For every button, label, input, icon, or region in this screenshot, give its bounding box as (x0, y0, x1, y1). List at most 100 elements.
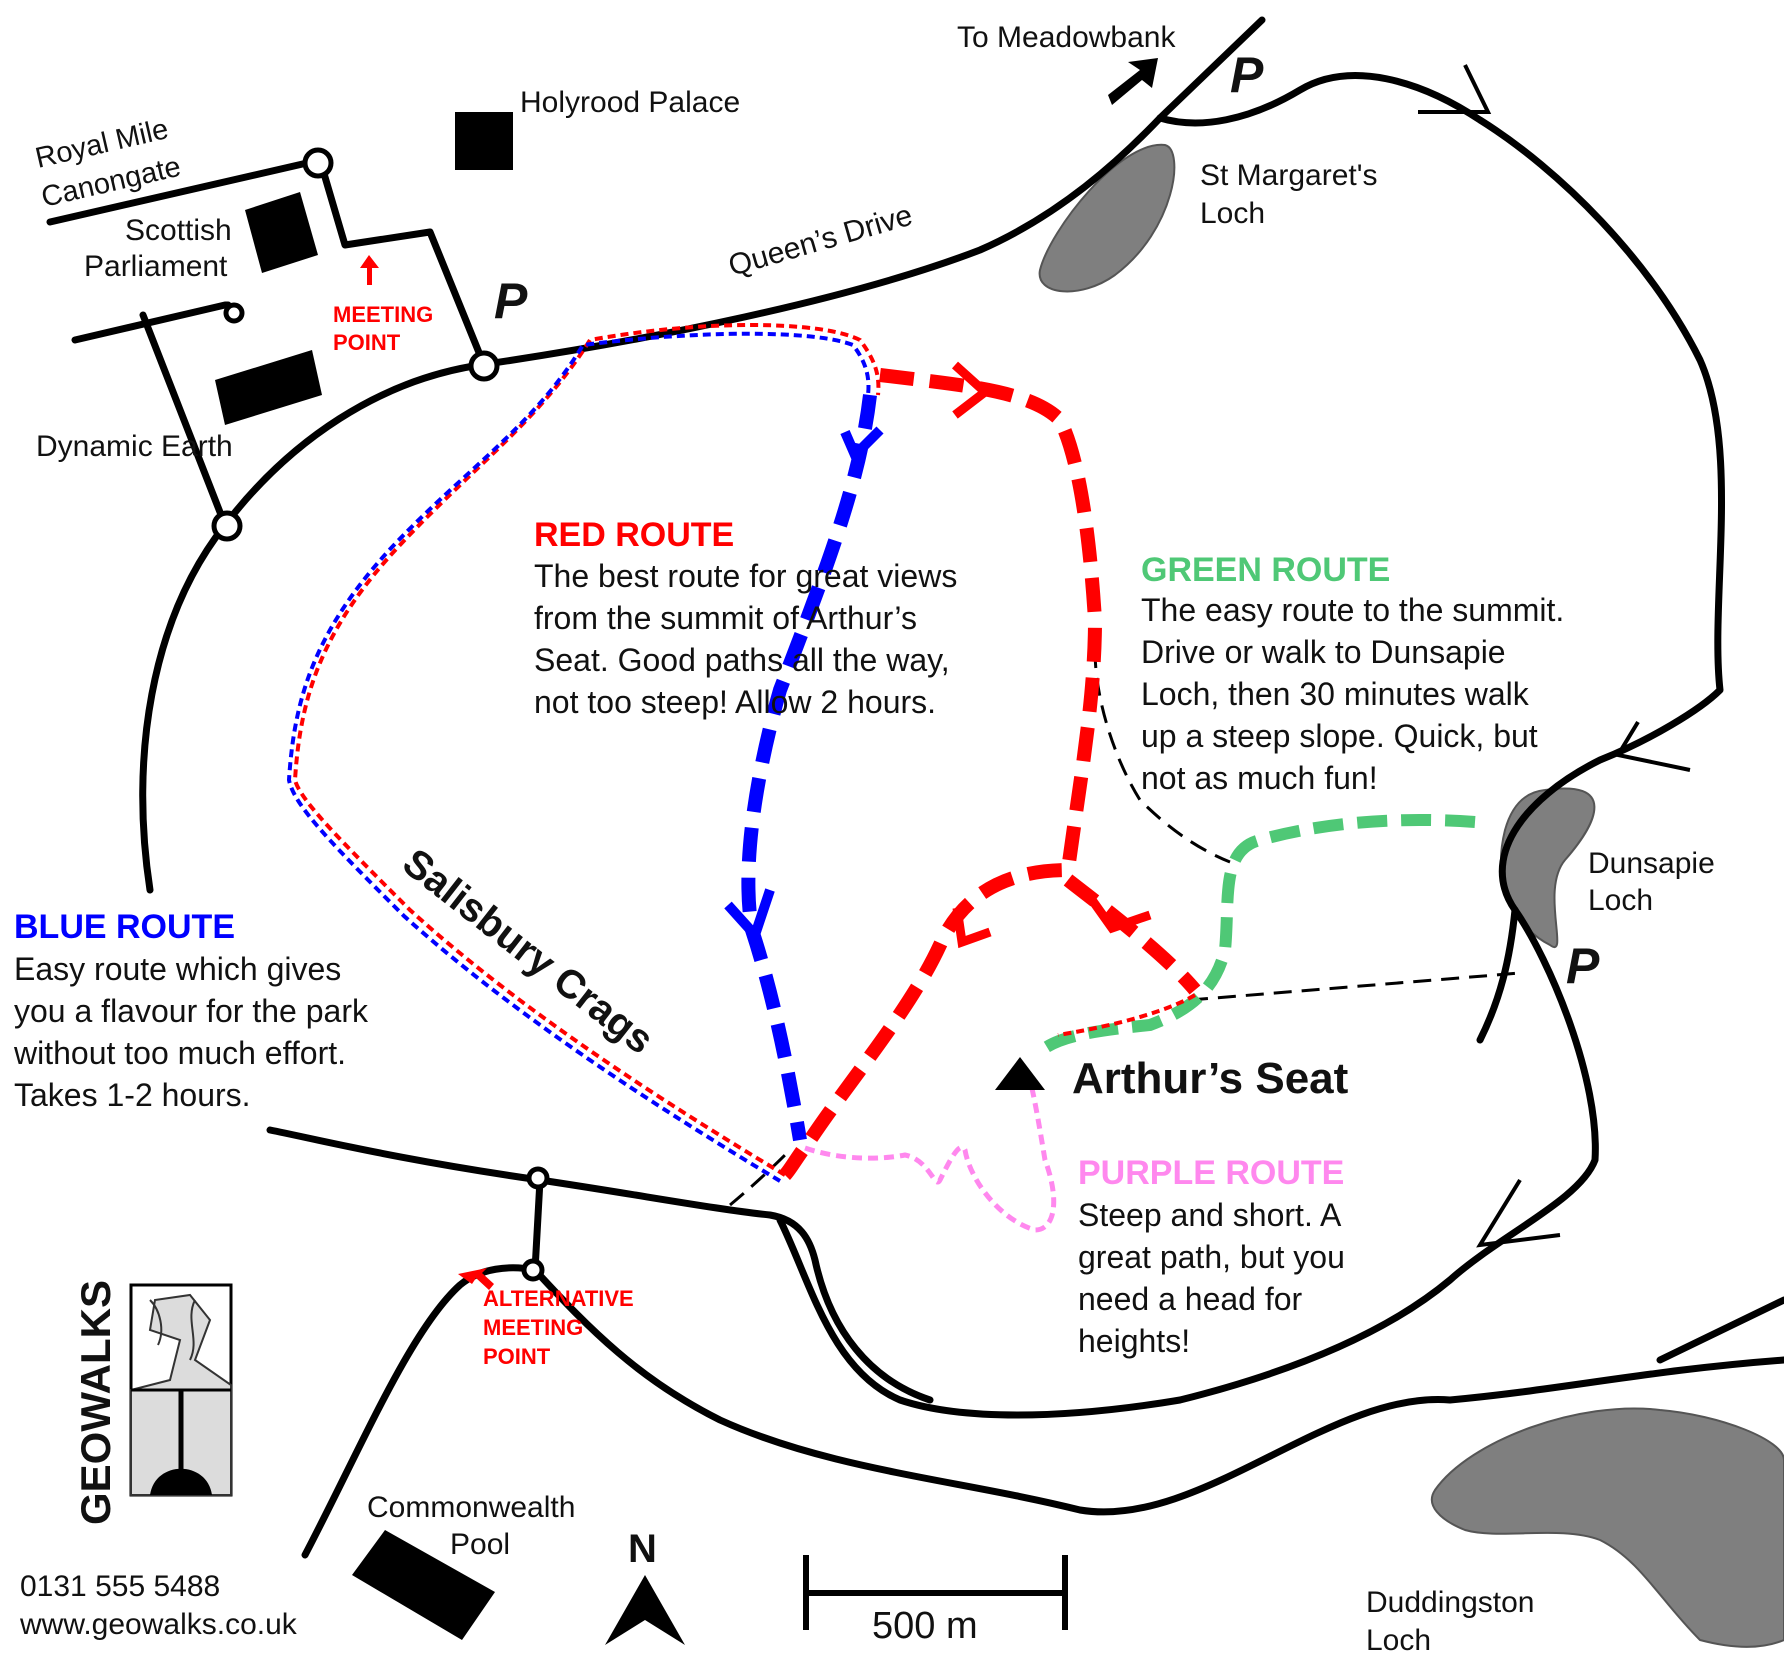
scale-label: 500 m (872, 1605, 978, 1647)
royal-mile-road (46, 156, 324, 226)
dunsapie-walk-path (1189, 971, 1521, 1002)
parking-marker-holyrood: P (494, 273, 528, 329)
dynamic-earth-road-2 (139, 311, 229, 529)
to-meadowbank-label: To Meadowbank (957, 21, 1176, 54)
green-route-desc-line: not as much fun! (1141, 760, 1378, 796)
summit-path-red (1057, 993, 1197, 1037)
ring-road-south (776, 906, 1599, 1419)
purple-route-desc-line: Steep and short. A (1078, 1197, 1342, 1233)
north-arrow-icon (605, 1575, 685, 1645)
blue-route-desc-line: without too much effort. (13, 1035, 346, 1071)
red-route-desc-line: Seat. Good paths all the way, (534, 642, 950, 678)
holyrood-palace-building (455, 112, 513, 170)
website-label: www.geowalks.co.uk (19, 1608, 298, 1641)
purple-route-title: PURPLE ROUTE (1078, 1154, 1344, 1192)
dynamic-earth-building (215, 350, 322, 425)
summit-triangle-icon (995, 1057, 1045, 1090)
red-route-title: RED ROUTE (534, 516, 734, 554)
duddingston-loch-label-2: Loch (1366, 1624, 1431, 1657)
scale-bar (803, 1555, 1068, 1630)
alternative-meeting-arrow-icon (458, 1268, 494, 1290)
scottish-parliament-building (245, 192, 318, 273)
ring-road-east (1656, 1296, 1784, 1364)
duddingston-loch (1430, 1407, 1784, 1648)
direction-arrow-icon (1418, 64, 1492, 114)
commonwealth-pool-label-2: Pool (450, 1528, 510, 1561)
meadowbank-road (1156, 16, 1266, 122)
geowalks-brand-label: GEOWALKS (72, 1280, 119, 1525)
scottish-parliament-label-2: Parliament (84, 250, 228, 283)
alt-meeting-point-label-1: ALTERNATIVE (483, 1286, 634, 1311)
red-blue-outer-path-blue (286, 331, 871, 1183)
commonwealth-pool-label-1: Commonwealth (367, 1491, 575, 1524)
junction-holyrood (468, 350, 500, 382)
meeting-point-arrow-icon (360, 255, 379, 285)
purple-route-path (804, 1079, 1057, 1233)
geowalks-logo (129, 1283, 233, 1497)
blue-route-desc-line: you a flavour for the park (14, 993, 369, 1029)
junction-royal-mile (302, 147, 334, 179)
blue-route-desc-line: Takes 1-2 hours. (14, 1077, 251, 1113)
commonwealth-road (301, 1264, 539, 1559)
alt-meeting-point-label-3: POINT (483, 1344, 551, 1369)
meeting-point-label-1: MEETING (333, 302, 433, 327)
red-route-desc-line: not too steep! Allow 2 hours. (534, 684, 936, 720)
green-route-desc-line: Drive or walk to Dunsapie (1141, 634, 1506, 670)
blue-route-arrow-icon-2 (724, 888, 775, 945)
blue-route-desc-line: Easy route which gives (14, 951, 341, 987)
blue-route-path (741, 394, 877, 1142)
meeting-point-label-2: POINT (333, 330, 401, 355)
red-route-arrow-icon-2 (952, 907, 992, 949)
purple-route-desc-line: great path, but you (1078, 1239, 1345, 1275)
red-route-desc-line: from the summit of Arthur’s (534, 600, 917, 636)
direction-arrow-icon (1614, 720, 1691, 772)
dunsapie-loch-label-1: Dunsapie (1588, 847, 1715, 880)
north-label: N (628, 1527, 657, 1571)
junction-south (526, 1166, 550, 1190)
blue-route-title: BLUE ROUTE (14, 908, 235, 946)
purple-route-desc-line: need a head for (1078, 1281, 1303, 1317)
dynamic-earth-label: Dynamic Earth (36, 430, 233, 463)
green-walk-path (1093, 649, 1231, 864)
red-route-arrow-icon-1 (951, 361, 993, 419)
junction-alt-meeting (521, 1258, 545, 1282)
green-route-desc-line: The easy route to the summit. (1141, 592, 1564, 628)
ring-road-north (1156, 72, 1726, 914)
red-route-arrow-icon-3 (1081, 887, 1152, 934)
junction-parliament-small (223, 302, 245, 324)
red-route-desc-line: The best route for great views (534, 558, 957, 594)
junction-dynamic-earth (211, 510, 243, 542)
arthurs-seat-label: Arthur’s Seat (1072, 1054, 1349, 1103)
blue-route-arrow-icon (840, 426, 884, 464)
holyrood-palace-label: Holyrood Palace (520, 86, 740, 119)
meadowbank-arrow-icon (1108, 58, 1158, 105)
commonwealth-pool-building (352, 1530, 495, 1640)
red-blue-outer-path-red (292, 323, 881, 1177)
parliament-access-road (316, 156, 484, 359)
st-margarets-loch-label-1: St Margaret's (1200, 159, 1377, 192)
st-margarets-loch (1038, 143, 1176, 293)
st-margarets-loch-label-2: Loch (1200, 197, 1265, 230)
purple-route-desc-line: heights! (1078, 1323, 1190, 1359)
duddingston-road (531, 1266, 1784, 1516)
dunsapie-spur (1476, 906, 1519, 1044)
parking-marker-dunsapie: P (1566, 938, 1600, 994)
alt-meeting-point-label-2: MEETING (483, 1315, 583, 1340)
dunsapie-loch (1500, 787, 1596, 949)
green-route-desc-line: Loch, then 30 minutes walk (1141, 676, 1530, 712)
green-route-desc-line: up a steep slope. Quick, but (1141, 718, 1538, 754)
queens-drive-label: Queen’s Drive (725, 199, 916, 283)
dunsapie-loch-label-2: Loch (1588, 884, 1653, 917)
phone-label: 0131 555 5488 (20, 1570, 220, 1603)
duddingston-loch-label-1: Duddingston (1366, 1586, 1534, 1619)
green-route-path (1041, 813, 1476, 1054)
connector-road (531, 1176, 544, 1274)
southern-road (266, 1126, 934, 1404)
south-walk-path (729, 1148, 792, 1207)
direction-arrow-icon (1476, 1178, 1561, 1248)
green-route-title: GREEN ROUTE (1141, 551, 1390, 589)
parking-marker-meadowbank: P (1230, 47, 1264, 103)
red-route-path (779, 368, 1103, 1180)
salisbury-crags-label: Salisbury Crags (394, 840, 661, 1062)
